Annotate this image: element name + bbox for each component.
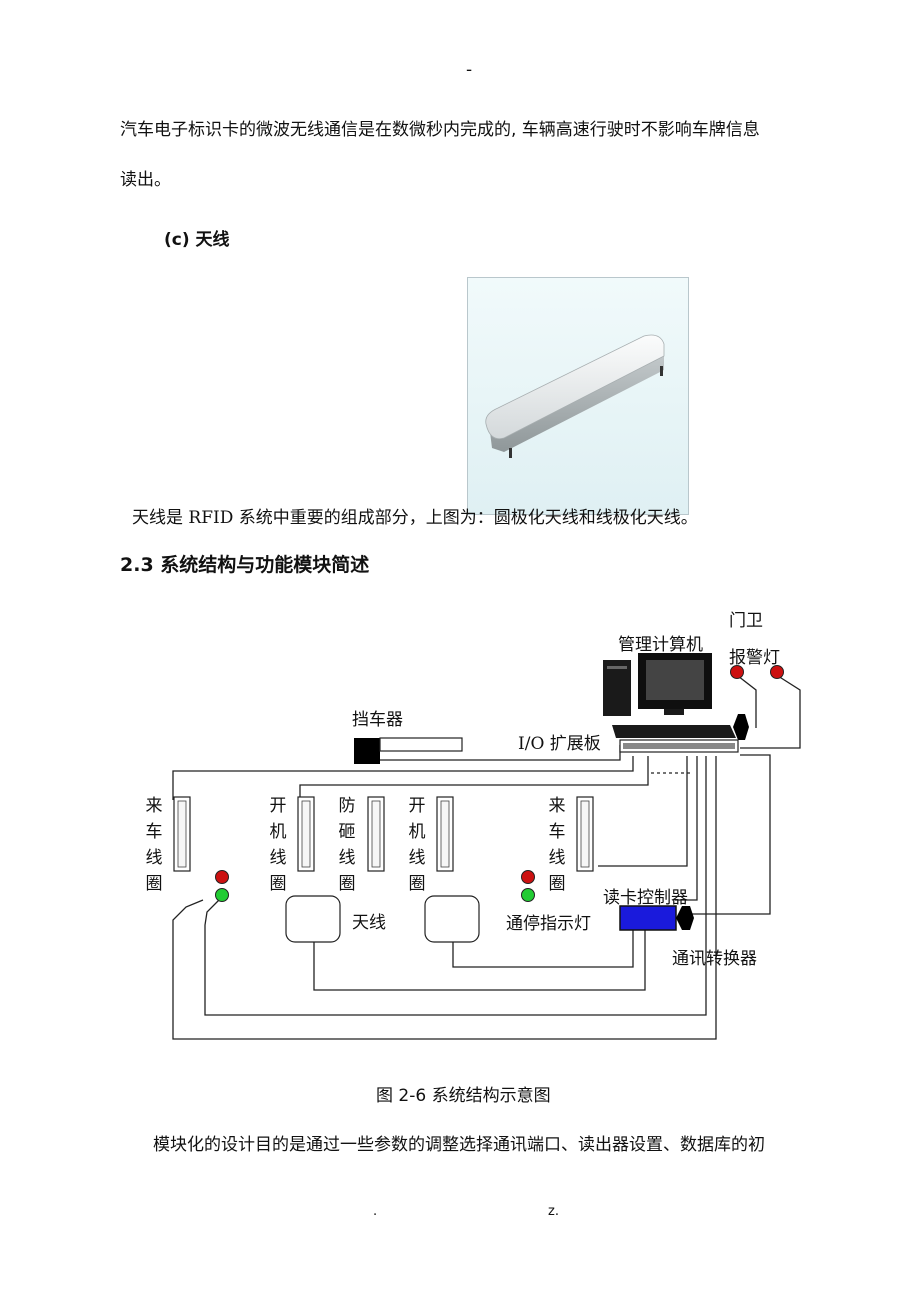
label-coil-open-1: 开机线圈 (268, 793, 288, 897)
vertical-label-char: 砸 (338, 822, 356, 842)
comm-converter-icon (676, 906, 694, 930)
coil-incoming-left (173, 796, 191, 872)
footer-right-mark: z. (548, 1204, 559, 1219)
vertical-label-char: 圈 (408, 874, 426, 894)
label-comm-converter: 通讯转换器 (672, 949, 757, 969)
section-heading: 2.3 系统结构与功能模块简述 (120, 554, 370, 576)
paragraph-line: 读出。 (120, 170, 171, 190)
vertical-label-char: 圈 (269, 874, 287, 894)
traffic-light-left (215, 870, 229, 902)
vertical-label-char: 线 (548, 848, 566, 868)
paragraph-line: 汽车电子标识卡的微波无线通信是在数微秒内完成的, 车辆高速行驶时不影响车牌信息 (120, 120, 760, 140)
label-guard: 门卫 (729, 611, 763, 631)
footer-left-mark: . (373, 1204, 378, 1219)
vertical-label-char: 来 (145, 796, 163, 816)
antenna-box-1 (285, 895, 341, 943)
vertical-label-char: 线 (338, 848, 356, 868)
coil-anti-smash (367, 796, 385, 872)
antenna-photo (467, 277, 689, 515)
vertical-label-char: 开 (408, 796, 426, 816)
antenna-box-2 (424, 895, 480, 943)
coil-open-2 (436, 796, 454, 872)
vertical-label-char: 线 (269, 848, 287, 868)
barrier (354, 737, 463, 764)
figure-caption: 图 2-6 系统结构示意图 (376, 1086, 551, 1106)
label-alarm-light: 报警灯 (729, 648, 780, 668)
label-coil-incoming-left: 来车线圈 (144, 793, 164, 897)
label-antenna: 天线 (352, 913, 386, 933)
computer-icon (603, 653, 739, 753)
coil-open-1 (297, 796, 315, 872)
vertical-label-char: 车 (145, 822, 163, 842)
label-barrier: 挡车器 (352, 710, 403, 730)
antenna-image (468, 278, 688, 514)
label-computer: 管理计算机 (618, 635, 703, 655)
coil-incoming-right (576, 796, 594, 872)
label-coil-anti-smash: 防砸线圈 (337, 793, 357, 897)
vertical-label-char: 机 (408, 822, 426, 842)
label-coil-incoming-right: 来车线圈 (547, 793, 567, 897)
vertical-label-char: 防 (338, 796, 356, 816)
alarm-lights (730, 665, 784, 679)
vertical-label-char: 线 (408, 848, 426, 868)
connector-icon (733, 714, 749, 740)
vertical-label-char: 来 (548, 796, 566, 816)
label-coil-open-2: 开机线圈 (407, 793, 427, 897)
card-reader-controller (619, 905, 677, 931)
subheading-antenna: (c) 天线 (164, 230, 230, 250)
antenna-description: 天线是 RFID 系统中重要的组成部分，上图为：圆极化天线和线极化天线。 (132, 508, 698, 528)
vertical-label-char: 机 (269, 822, 287, 842)
label-card-reader-controller: 读卡控制器 (603, 888, 688, 908)
paragraph-line: 模块化的设计目的是通过一些参数的调整选择通讯端口、读出器设置、数据库的初 (153, 1135, 765, 1155)
label-pass-stop-light: 通停指示灯 (506, 914, 591, 934)
vertical-label-char: 圈 (145, 874, 163, 894)
traffic-light-right (521, 870, 535, 902)
vertical-label-char: 开 (269, 796, 287, 816)
vertical-label-char: 线 (145, 848, 163, 868)
label-io-board: I/O 扩展板 (518, 734, 601, 754)
vertical-label-char: 车 (548, 822, 566, 842)
vertical-label-char: 圈 (548, 874, 566, 894)
vertical-label-char: 圈 (338, 874, 356, 894)
header-mark: - (466, 60, 473, 80)
